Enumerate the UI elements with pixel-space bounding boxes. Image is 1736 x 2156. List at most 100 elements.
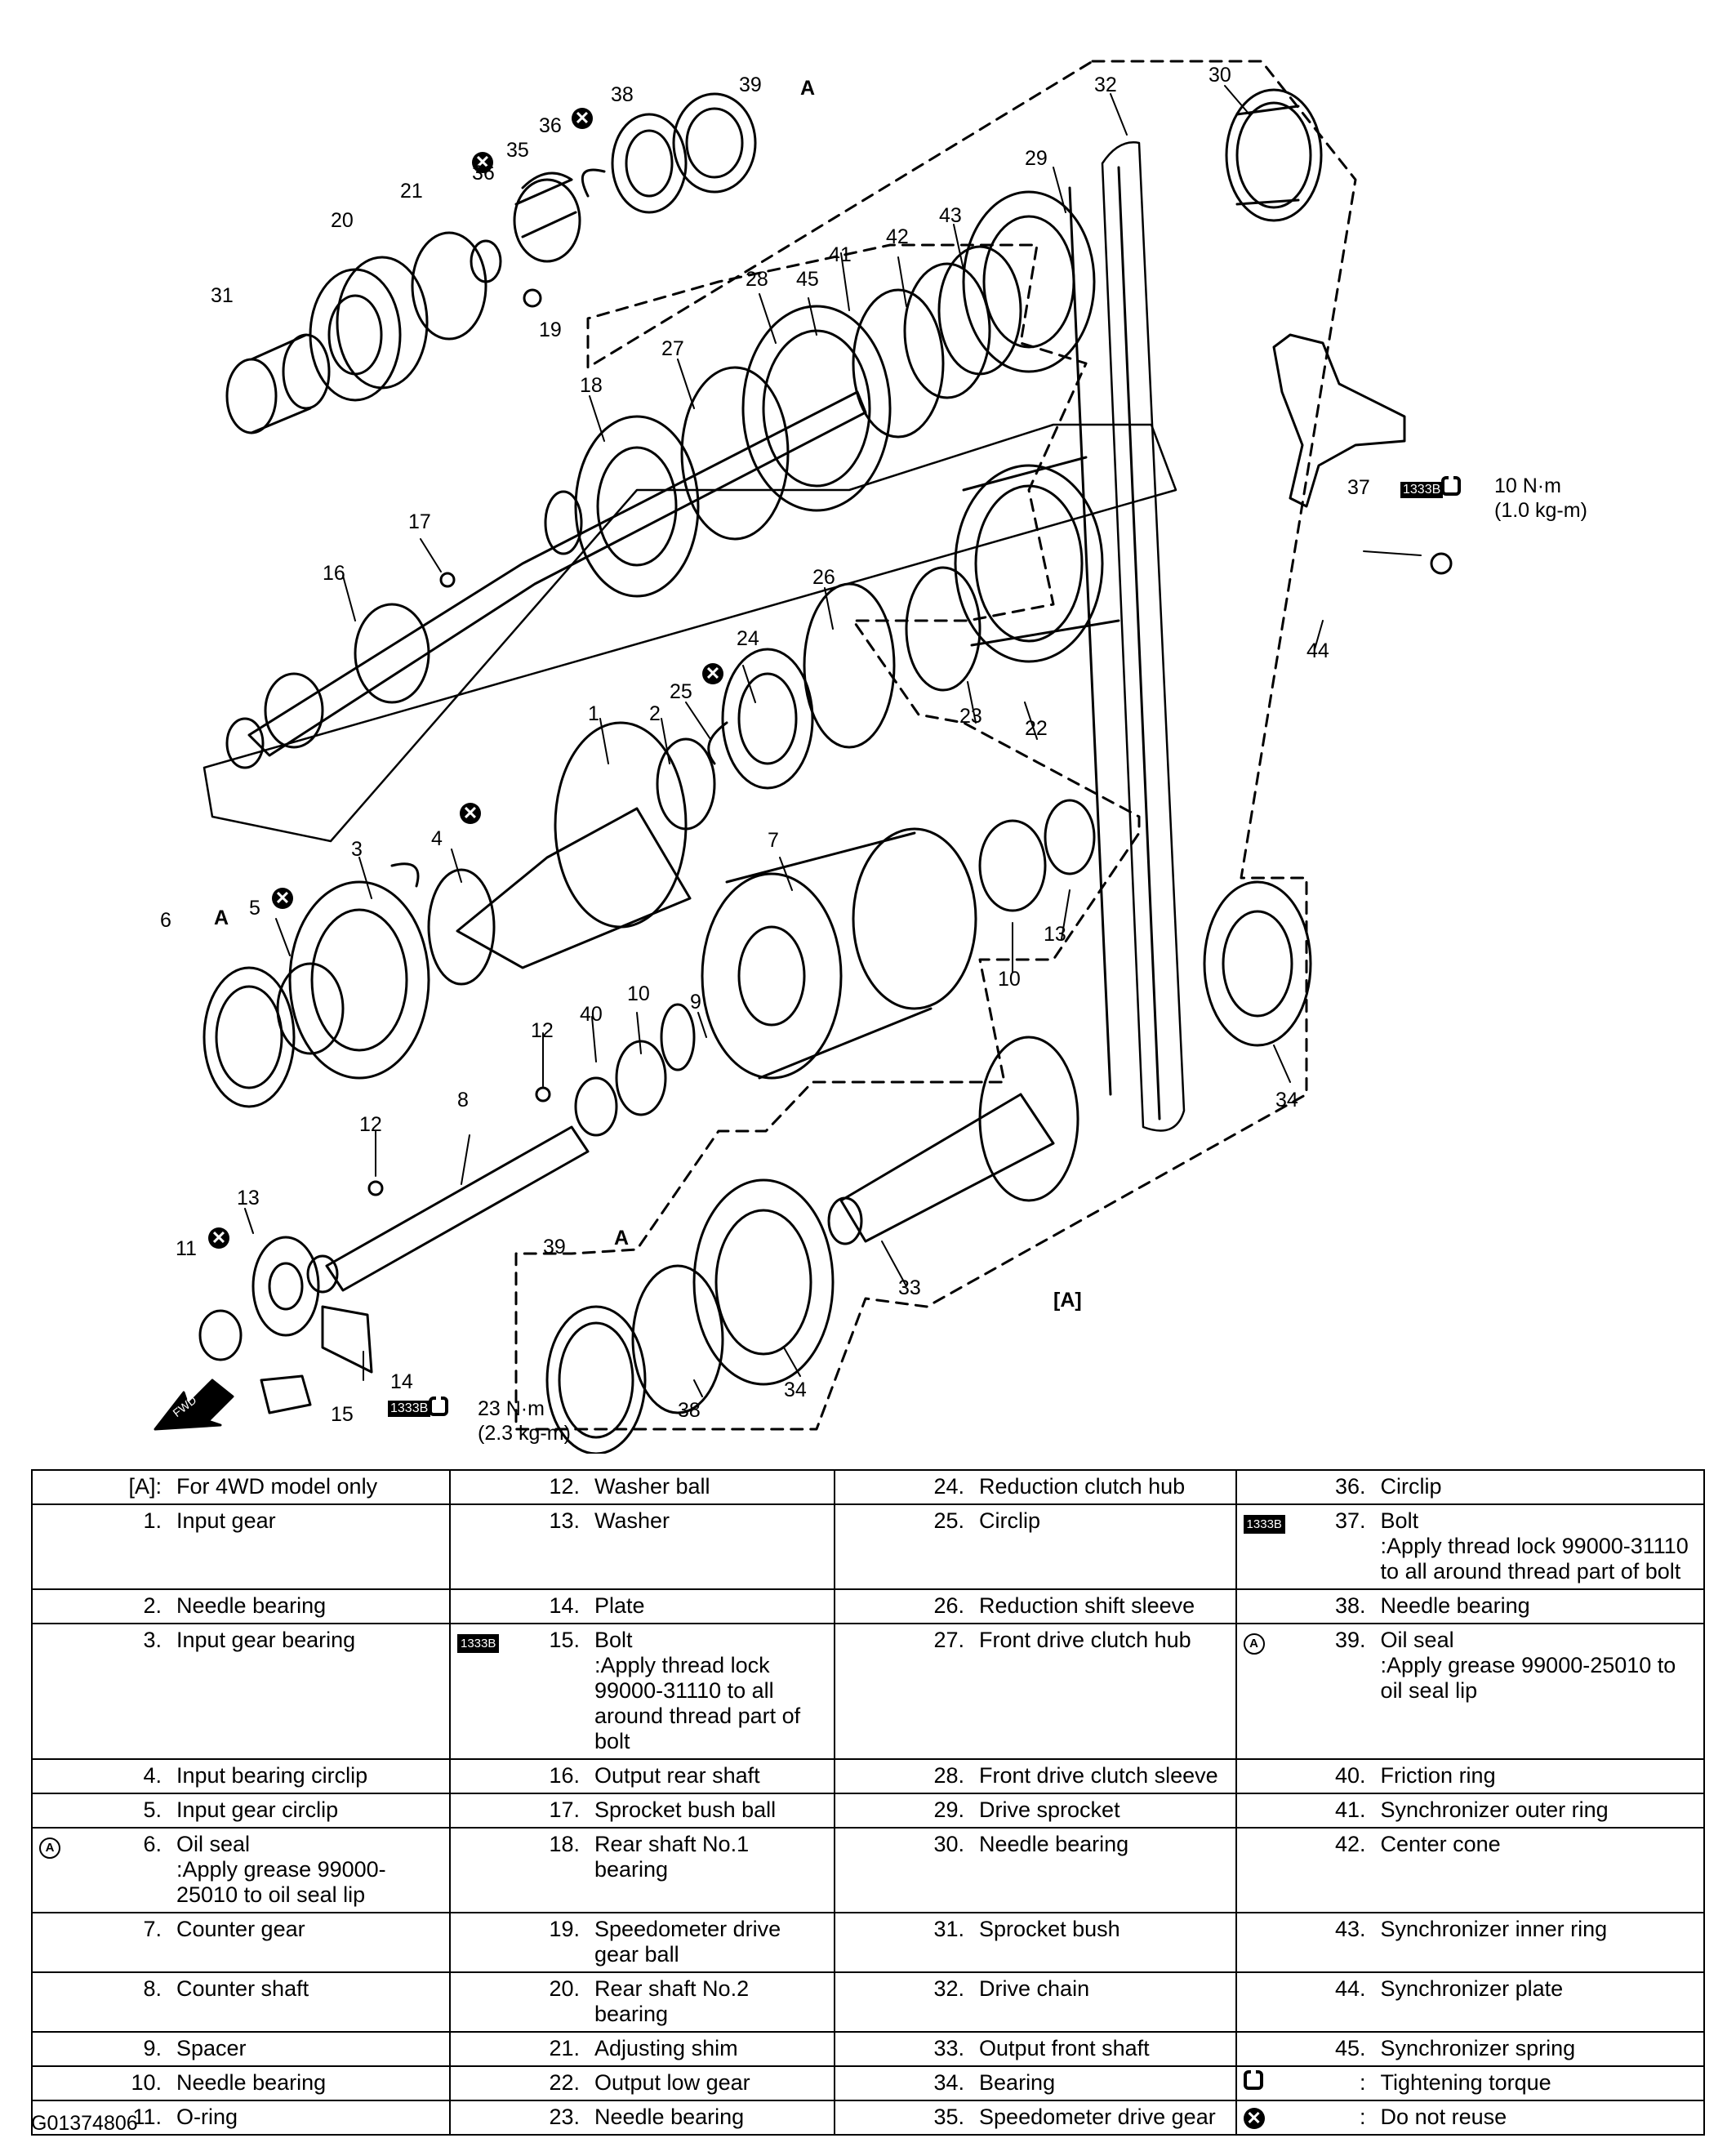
torque-note-37: 10 N·m (1.0 kg-m) xyxy=(1494,474,1587,523)
legend-item-number: 32. xyxy=(933,1976,965,2001)
legend-item-number: 43. xyxy=(1335,1917,1366,1941)
grease-icon: A xyxy=(214,906,229,929)
legend-item-number: 41. xyxy=(1335,1797,1366,1822)
thread-lock-icon: 1333B xyxy=(1243,1515,1285,1534)
part-callout: 36 xyxy=(539,114,562,137)
legend-item-description: Washer xyxy=(594,1508,827,1534)
legend-item-label: Input gear xyxy=(176,1508,276,1533)
legend-item-number: 25. xyxy=(933,1508,965,1533)
legend-item-number: 42. xyxy=(1335,1832,1366,1856)
legend-item-description: Rear shaft No.1 bearing xyxy=(594,1832,827,1882)
legend-item-label: Needle bearing xyxy=(594,2105,745,2129)
legend-item-description: Synchronizer plate xyxy=(1381,1976,1697,2002)
legend-item-number: 27. xyxy=(933,1628,965,1652)
legend-symbol xyxy=(1244,2036,1317,2060)
legend-item-description: Circlip xyxy=(979,1508,1229,1534)
legend-cell: 22.Output low gear xyxy=(448,2065,836,2101)
legend-item-number: 28. xyxy=(933,1763,965,1788)
legend-item-label: Output low gear xyxy=(594,2070,750,2095)
part-callout: 32 xyxy=(1094,74,1117,96)
legend-item-description: Washer ball xyxy=(594,1474,827,1499)
legend-symbol xyxy=(842,1797,915,1822)
legend-item-description: Needle bearing xyxy=(979,1832,1229,1857)
legend-item-label: Needle bearing xyxy=(176,2070,327,2095)
fwd-arrow xyxy=(154,1379,234,1431)
legend-symbol xyxy=(842,1763,915,1788)
legend-item-label: Friction ring xyxy=(1380,1763,1496,1788)
legend-cell: 19.Speedometer drive gear ball xyxy=(448,1912,836,1973)
thread-lock-icon: 1333B xyxy=(388,1401,431,1417)
legend-cell: 9.Spacer xyxy=(31,2031,451,2067)
legend-cell: 16.Output rear shaft xyxy=(448,1758,836,1794)
legend-item-description: Synchronizer inner ring xyxy=(1381,1917,1697,1942)
part-callout: 36 xyxy=(472,162,495,185)
legend-cell: 8.Counter shaft xyxy=(31,1971,451,2033)
legend-symbol xyxy=(1244,1474,1317,1499)
legend-cell: 13.Washer xyxy=(448,1503,836,1590)
legend-item-number: 9. xyxy=(143,2036,162,2060)
legend-symbol xyxy=(457,2070,531,2095)
legend-item-number: 10. xyxy=(131,2070,162,2095)
part-callout: 44 xyxy=(1306,639,1329,662)
legend-symbol: A xyxy=(1243,1628,1317,1655)
legend-item-label: Input gear circlip xyxy=(176,1797,339,1822)
legend-item-label: Bearing xyxy=(979,2070,1056,2095)
legend-item-label: Front drive clutch hub xyxy=(979,1628,1191,1652)
legend-symbol xyxy=(457,1832,531,1856)
legend-symbol xyxy=(1244,1763,1317,1788)
legend-item-label: Input gear bearing xyxy=(176,1628,356,1652)
part-callout: 8 xyxy=(457,1089,469,1111)
torque-value: 10 N·m xyxy=(1494,474,1561,497)
legend-item-number: 33. xyxy=(933,2036,965,2060)
legend-item-label: Bolt xyxy=(594,1628,633,1652)
legend-item-description: Do not reuse xyxy=(1381,2105,1697,2130)
part-callout: 31 xyxy=(211,284,234,307)
part-callout: 38 xyxy=(678,1399,701,1422)
legend-item-label: Synchronizer inner ring xyxy=(1380,1917,1608,1941)
legend-symbol xyxy=(842,1917,915,1941)
legend-symbol xyxy=(842,2036,915,2060)
legend-item-label: Synchronizer plate xyxy=(1380,1976,1564,2001)
legend-item-number: 38. xyxy=(1335,1593,1366,1618)
legend-item-label: Center cone xyxy=(1380,1832,1501,1856)
legend-symbol xyxy=(457,1508,531,1533)
legend-item-description: Input gear circlip xyxy=(176,1797,443,1823)
legend-cell: 7.Counter gear xyxy=(31,1912,451,1973)
legend-symbol xyxy=(842,1832,915,1856)
legend-item-number: 23. xyxy=(549,2105,580,2129)
part-callout: 34 xyxy=(1275,1089,1298,1111)
legend-symbol xyxy=(842,1508,915,1533)
legend-item-number: : xyxy=(1360,2070,1366,2095)
part-callout: 40 xyxy=(580,1003,603,1026)
legend-item-number: 45. xyxy=(1335,2036,1366,2060)
legend-item-description: Counter gear xyxy=(176,1917,443,1942)
legend-symbol xyxy=(1244,1832,1317,1856)
legend-item-label: Rear shaft No.1 bearing xyxy=(594,1832,750,1882)
do-not-reuse-icon: ✕ xyxy=(572,108,593,129)
legend-item-number: 29. xyxy=(933,1797,965,1822)
legend-item-description: Center cone xyxy=(1381,1832,1697,1857)
legend-cell: 27. Front drive clutch hub xyxy=(834,1623,1237,1760)
legend-symbol xyxy=(39,1917,113,1941)
legend-item-number: 14. xyxy=(549,1593,580,1618)
legend-item-description: Input gear bearing xyxy=(176,1628,443,1653)
legend-item-number: 20. xyxy=(549,1976,580,2001)
legend-item-number: 17. xyxy=(549,1797,580,1822)
legend-item-description: Tightening torque xyxy=(1381,2070,1697,2096)
legend-item-label: Bolt xyxy=(1380,1508,1419,1533)
legend-cell: 18.Rear shaft No.1 bearing xyxy=(448,1827,836,1913)
part-callout: 2 xyxy=(649,702,661,725)
part-callout: 37 xyxy=(1347,476,1370,499)
part-callout: 1 xyxy=(588,702,599,725)
reduction-gear-assembly xyxy=(707,456,1120,790)
legend-item-note: :Apply grease 99000-25010 to oil seal li… xyxy=(176,1857,386,1907)
legend-item-label: Adjusting shim xyxy=(594,2036,738,2060)
part-callout: 27 xyxy=(661,337,684,360)
legend-symbol xyxy=(457,1976,531,2001)
legend-cell: 10. Needle bearing xyxy=(31,2065,451,2101)
part-callout: 45 xyxy=(796,268,819,291)
legend-cell: 33.Output front shaft xyxy=(834,2031,1237,2067)
